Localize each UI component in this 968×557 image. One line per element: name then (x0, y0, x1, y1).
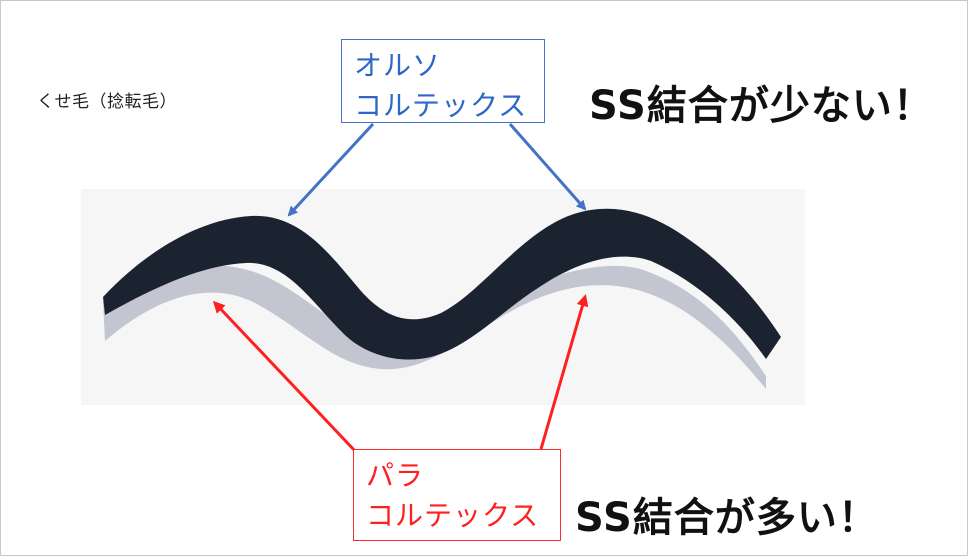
ortho-cortex-band (103, 208, 781, 360)
ortho-label-line1: オルソ (354, 49, 442, 82)
para-cortex-label: パラ コルテックス (353, 449, 561, 541)
ortho-label-line2: コルテックス (354, 89, 528, 122)
ortho-cortex-label: オルソ コルテックス (341, 39, 545, 123)
ortho-arrow-right (508, 123, 587, 211)
para-label-line1: パラ (366, 459, 425, 492)
slide-title: くせ毛（捻転毛） (37, 92, 177, 112)
para-arrow-left (212, 300, 376, 473)
ortho-statement: SS結合が少ない！ (589, 83, 934, 129)
ortho-arrow-left (287, 122, 375, 217)
para-cortex-band (103, 265, 766, 389)
para-statement: SS結合が多い！ (575, 495, 879, 541)
hair-image-background (81, 189, 805, 405)
para-arrow-right (539, 294, 589, 450)
para-label-line2: コルテックス (366, 499, 540, 532)
